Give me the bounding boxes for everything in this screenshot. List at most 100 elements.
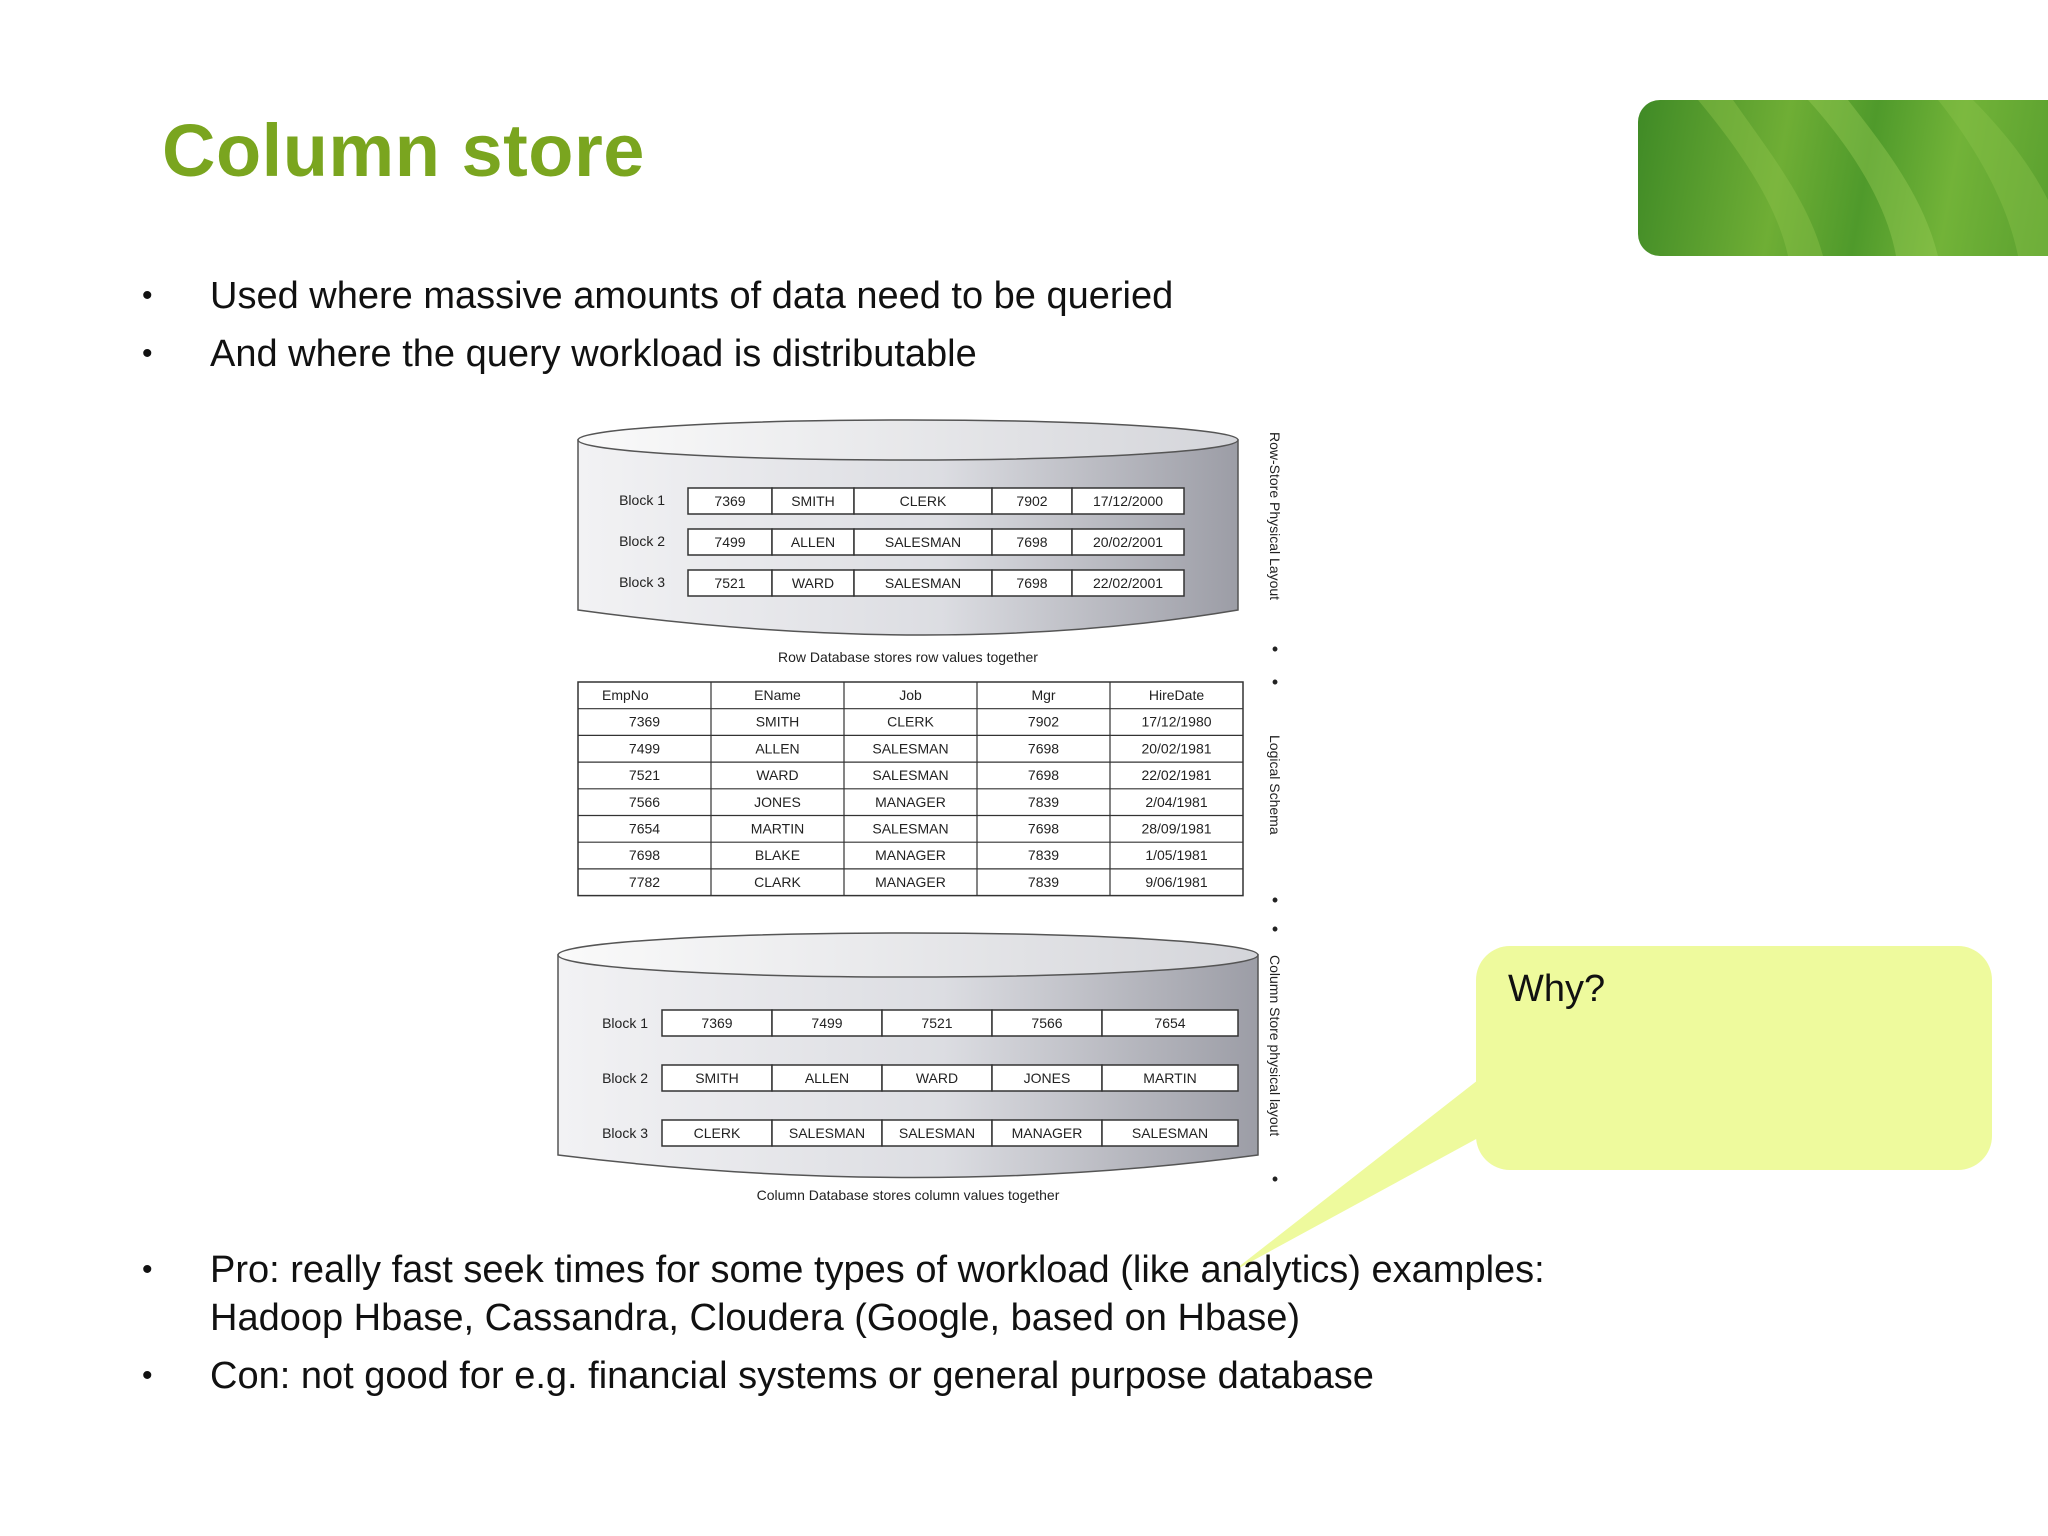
banner-swoosh-graphic (1698, 100, 2048, 256)
logical-table-cell: 2/04/1981 (1145, 794, 1207, 810)
bullet-text: Con: not good for e.g. financial systems… (210, 1355, 1374, 1397)
row-block-cell-text: 7369 (714, 493, 745, 509)
logical-table-cell: 28/09/1981 (1141, 821, 1211, 837)
logical-table-cell: SALESMAN (872, 767, 948, 783)
row-block-cell-text: WARD (792, 575, 834, 591)
logical-table-cell: JONES (754, 794, 801, 810)
logical-table-cell: 7839 (1028, 794, 1059, 810)
row-block-cell (1071, 487, 1185, 515)
bullet-item: • Used where massive amounts of data nee… (0, 272, 2048, 320)
column-block-cell-text: 7566 (1031, 1015, 1062, 1031)
block-label: Block 2 (602, 1070, 648, 1086)
row-block-cell (1071, 569, 1185, 597)
column-store-caption: Column Database stores column values tog… (757, 1187, 1060, 1203)
column-block-cell (881, 1064, 993, 1092)
intro-bullet-list: • Used where massive amounts of data nee… (0, 272, 2048, 388)
logical-table-cell: 7369 (629, 714, 660, 730)
column-block-cell (991, 1009, 1103, 1037)
row-block-cell-text: ALLEN (791, 534, 835, 550)
bullet-dot: • (142, 279, 153, 312)
column-block-cell-text: SALESMAN (789, 1125, 865, 1141)
logical-table-cell: 7521 (629, 767, 660, 783)
row-block-cell-text: 7499 (714, 534, 745, 550)
separator-dot: • (1272, 639, 1278, 659)
bullet-text: Pro: really fast seek times for some typ… (210, 1249, 1545, 1291)
logical-table-header: Job (899, 687, 922, 703)
column-store-side-label: Column Store physical layout (1267, 955, 1283, 1136)
column-block-cell-text: MARTIN (1143, 1070, 1196, 1086)
column-block-cell-text: SALESMAN (899, 1125, 975, 1141)
bullet-text-continued: Hadoop Hbase, Cassandra, Cloudera (Googl… (210, 1297, 1300, 1339)
separator-dot: • (1272, 890, 1278, 910)
row-block-cell-text: 17/12/2000 (1093, 493, 1163, 509)
column-block-cell (771, 1009, 883, 1037)
logical-table-cell: CLARK (754, 874, 801, 890)
column-block-cell-text: 7521 (921, 1015, 952, 1031)
bullet-item: • Con: not good for e.g. financial syste… (0, 1352, 2048, 1400)
row-block-cell-text: 22/02/2001 (1093, 575, 1163, 591)
column-block-cell-text: 7369 (701, 1015, 732, 1031)
logical-table-cell: CLERK (887, 714, 934, 730)
logical-table-cell: 7654 (629, 821, 660, 837)
logical-table-cell: MARTIN (751, 821, 804, 837)
bullet-dot: • (142, 1253, 153, 1286)
column-block-cell (1101, 1009, 1239, 1037)
row-block-cell (771, 569, 855, 597)
logical-table-cell: 7839 (1028, 874, 1059, 890)
column-block-cell (1101, 1064, 1239, 1092)
logical-table-cell: 7698 (1028, 821, 1059, 837)
logical-table-cell: BLAKE (755, 847, 800, 863)
logical-table-cell: 7698 (629, 847, 660, 863)
logical-table-cell: 1/05/1981 (1145, 847, 1207, 863)
logical-table-cell: SALESMAN (872, 821, 948, 837)
separator-dot: • (1272, 1169, 1278, 1189)
row-block-cell-text: 7902 (1016, 493, 1047, 509)
column-block-cell-text: 7654 (1154, 1015, 1185, 1031)
column-block-cell-text: SALESMAN (1132, 1125, 1208, 1141)
row-block-cell (687, 528, 773, 556)
row-block-cell-text: 7698 (1016, 534, 1047, 550)
row-block-cell (1071, 528, 1185, 556)
block-label: Block 1 (602, 1015, 648, 1031)
bullet-text: And where the query workload is distribu… (210, 333, 977, 375)
logical-table-header: EmpNo (602, 687, 649, 703)
logical-table-cell: 22/02/1981 (1141, 767, 1211, 783)
column-block-cell (1101, 1119, 1239, 1147)
separator-dot: • (1272, 919, 1278, 939)
block-label: Block 3 (602, 1125, 648, 1141)
row-block-cell-text: 20/02/2001 (1093, 534, 1163, 550)
column-block-cell (661, 1119, 773, 1147)
column-block-cell-text: 7499 (811, 1015, 842, 1031)
row-block-cell-text: CLERK (900, 493, 947, 509)
column-block-cell-text: MANAGER (1012, 1125, 1083, 1141)
row-store-side-label: Row-Store Physical Layout (1267, 432, 1283, 600)
logical-table-cell: 7566 (629, 794, 660, 810)
column-block-cell (661, 1064, 773, 1092)
row-block-cell-text: SALESMAN (885, 534, 961, 550)
bullet-item: • And where the query workload is distri… (0, 330, 2048, 378)
column-block-cell-text: WARD (916, 1070, 958, 1086)
bullet-dot: • (142, 337, 153, 370)
pro-con-bullet-list: • Pro: really fast seek times for some t… (0, 1246, 2048, 1410)
logical-schema-side-label: Logical Schema (1267, 735, 1283, 835)
column-block-cell-text: SMITH (695, 1070, 739, 1086)
block-label: Block 2 (619, 533, 665, 549)
logical-table-cell: 17/12/1980 (1141, 714, 1211, 730)
column-block-cell (771, 1064, 883, 1092)
row-store-cylinder (577, 419, 1239, 636)
logical-table-cell: MANAGER (875, 874, 946, 890)
bullet-dot: • (142, 1359, 153, 1392)
bullet-text: Used where massive amounts of data need … (210, 275, 1174, 317)
green-banner-logo (1638, 100, 2048, 256)
logical-table-header: EName (754, 687, 801, 703)
logical-table-cell: MANAGER (875, 794, 946, 810)
row-block-cell (853, 487, 993, 515)
column-block-cell (881, 1119, 993, 1147)
logical-table-cell: 7698 (1028, 740, 1059, 756)
logical-table-header: HireDate (1149, 687, 1204, 703)
